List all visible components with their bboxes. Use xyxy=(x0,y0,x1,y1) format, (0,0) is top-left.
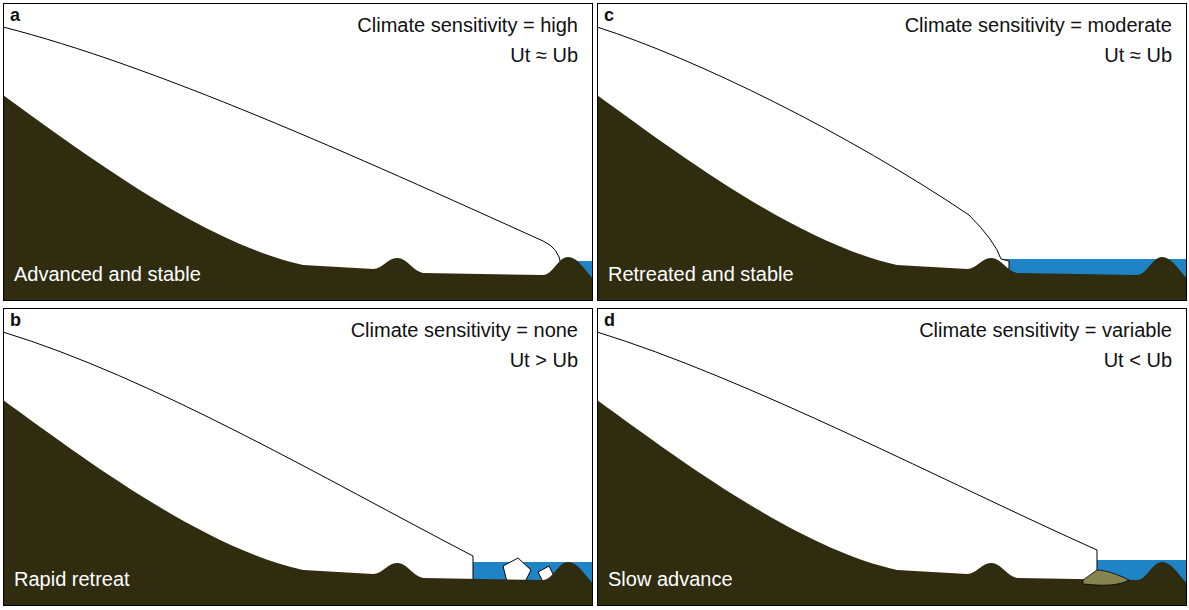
panel-b-figure xyxy=(3,332,593,606)
velocity-relation: Ut ≈ Ub xyxy=(510,44,578,67)
panel-letter: a xyxy=(10,5,20,26)
panel-a-figure xyxy=(3,27,593,301)
velocity-relation: Ut < Ub xyxy=(1104,349,1172,372)
state-label: Rapid retreat xyxy=(14,568,130,591)
state-label: Advanced and stable xyxy=(14,263,201,286)
panel-d-figure xyxy=(597,332,1187,606)
state-label: Retreated and stable xyxy=(608,263,794,286)
figure-panel: d Climate sensitivity = variable Ut < Ub Sl… xyxy=(597,308,1187,606)
figure-panel: a Climate sensitivity = high Ut ≈ Ub Advanc… xyxy=(3,3,593,301)
sensitivity-label: Climate sensitivity = variable xyxy=(919,319,1172,342)
panel-c-figure xyxy=(597,27,1187,301)
sensitivity-label: Climate sensitivity = none xyxy=(351,319,578,342)
sensitivity-label: Climate sensitivity = moderate xyxy=(905,14,1172,37)
panel-letter: d xyxy=(604,310,615,331)
velocity-relation: Ut > Ub xyxy=(510,349,578,372)
figure-panel: b Climate sensitivity = none Ut > Ub Rapid … xyxy=(3,308,593,606)
panel-letter: b xyxy=(10,310,21,331)
velocity-relation: Ut ≈ Ub xyxy=(1104,44,1172,67)
state-label: Slow advance xyxy=(608,568,733,591)
panel-letter: c xyxy=(604,5,614,26)
figure-panel: c Climate sensitivity = moderate Ut ≈ Ub Re… xyxy=(597,3,1187,301)
sensitivity-label: Climate sensitivity = high xyxy=(357,14,578,37)
